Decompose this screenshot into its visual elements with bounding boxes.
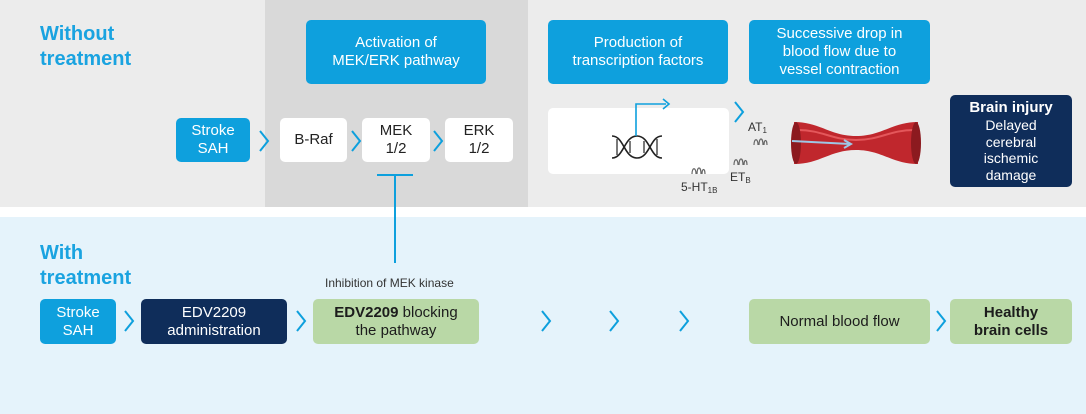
chevron-right-icon: [433, 130, 444, 152]
chevron-right-icon: [351, 130, 362, 152]
blocking-bold: EDV2209: [334, 303, 399, 321]
healthy-line1: Healthy: [983, 303, 1039, 321]
receptor-at-sub: 1: [762, 126, 767, 135]
inhibition-label: Inhibition of MEK kinase: [325, 276, 454, 290]
chevron-right-icon: [936, 310, 947, 332]
receptor-icon: [733, 158, 748, 166]
blood-vessel-icon: [791, 122, 921, 164]
healthy-line2: brain cells: [973, 321, 1049, 339]
erk-number: 1/2: [468, 140, 490, 157]
brain-injury-title: Brain injury: [969, 99, 1053, 116]
brain-injury-line1: Delayed: [985, 117, 1037, 133]
with-treatment-title-line2: treatment: [40, 267, 132, 289]
normal-blood-flow-box: Normal blood flow: [749, 299, 930, 344]
receptor-at1-label: AT1: [748, 120, 767, 135]
transcription-arrow-icon: [635, 98, 671, 136]
chevron-right-icon: [296, 310, 307, 332]
inhibition-bar-icon: [377, 174, 413, 263]
receptor-5ht1b-label: 5-HT1B: [681, 180, 717, 195]
activation-line2: MEK/ERK pathway: [332, 52, 460, 69]
edv-line2: administration: [167, 321, 261, 339]
receptor-icon: [691, 167, 706, 175]
drop-line3: vessel contraction: [779, 61, 900, 78]
drop-line1: Successive drop in: [776, 25, 903, 42]
braf-label: B-Raf: [294, 131, 333, 148]
blood-flow-drop-callout: Successive drop in blood flow due to ves…: [749, 20, 930, 84]
dna-panel: [548, 108, 729, 174]
edv2209-blocking-box: EDV2209 blocking the pathway: [313, 299, 479, 344]
chevron-right-icon: [609, 310, 620, 332]
blocking-line2: the pathway: [355, 321, 437, 339]
receptor-et-sub: B: [745, 176, 751, 185]
receptor-etb-label: ETB: [730, 170, 751, 185]
chevron-right-icon: [541, 310, 552, 332]
sah-label-bottom: SAH: [62, 321, 94, 339]
activation-line1: Activation of: [355, 34, 437, 51]
activation-callout: Activation of MEK/ERK pathway: [306, 20, 486, 84]
brain-injury-line4: damage: [985, 166, 1037, 183]
brain-injury-line2: cerebral: [985, 133, 1037, 150]
chevron-right-icon: [734, 101, 745, 123]
receptor-ht-main: 5-HT: [681, 180, 708, 194]
blocking-rest: blocking: [398, 303, 458, 321]
without-treatment-title-line1: Without: [40, 23, 115, 45]
without-treatment-title: Without treatment: [40, 22, 131, 72]
drop-line2: blood flow due to: [782, 43, 897, 60]
braf-box: B-Raf: [280, 118, 347, 162]
mek-box: MEK 1/2: [362, 118, 430, 162]
production-callout: Production of transcription factors: [548, 20, 728, 84]
receptor-et-main: ET: [730, 170, 746, 184]
with-treatment-title-line1: With: [40, 242, 84, 264]
brain-injury-box: Brain injury Delayed cerebral ischemic d…: [950, 95, 1072, 187]
edv2209-administration-box: EDV2209 administration: [141, 299, 287, 344]
chevron-right-icon: [679, 310, 690, 332]
stroke-sah-box-bottom: Stroke SAH: [40, 299, 116, 344]
erk-label: ERK: [463, 122, 495, 139]
mek-label: MEK: [379, 122, 413, 139]
section-divider: [0, 207, 1086, 217]
without-treatment-title-line2: treatment: [40, 48, 132, 70]
mek-number: 1/2: [385, 140, 407, 157]
production-line2: transcription factors: [572, 52, 704, 69]
with-treatment-title: With treatment: [40, 241, 131, 291]
chevron-right-icon: [124, 310, 135, 332]
stroke-sah-box-top: Stroke SAH: [176, 118, 250, 162]
dna-icon: [611, 135, 663, 159]
healthy-brain-cells-box: Healthy brain cells: [950, 299, 1072, 344]
receptor-at-main: AT: [748, 120, 763, 134]
sah-label: SAH: [197, 140, 229, 157]
stroke-label-bottom: Stroke: [56, 303, 100, 321]
brain-injury-line3: ischemic: [983, 150, 1039, 166]
chevron-right-icon: [259, 130, 270, 152]
erk-box: ERK 1/2: [445, 118, 513, 162]
receptor-ht-sub: 1B: [707, 186, 718, 195]
edv-line1: EDV2209: [181, 303, 247, 321]
stroke-label: Stroke: [191, 122, 235, 139]
normal-flow-label: Normal blood flow: [779, 312, 900, 330]
production-line1: Production of: [593, 34, 683, 51]
blocking-line1: EDV2209 blocking: [334, 304, 457, 322]
receptor-icon: [753, 138, 768, 146]
